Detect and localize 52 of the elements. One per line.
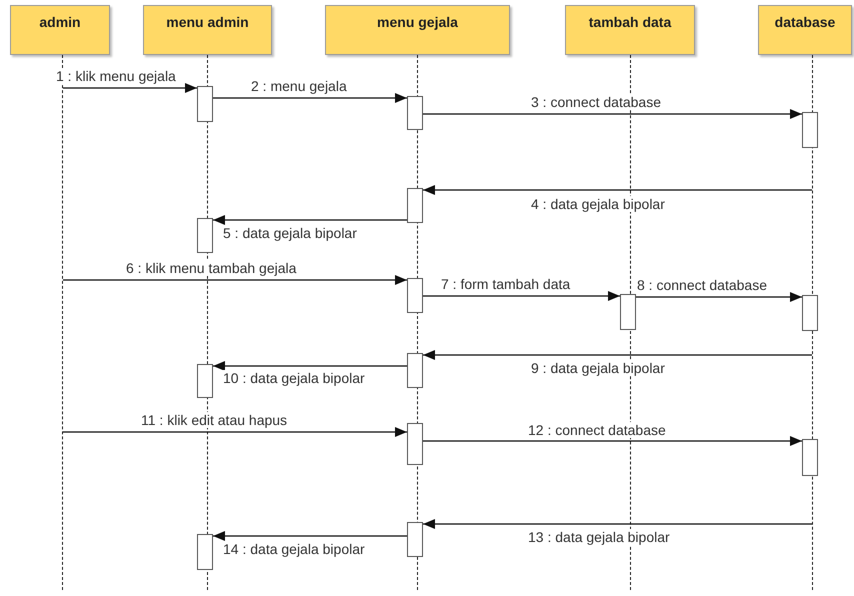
message-arrow	[213, 93, 407, 103]
edge-label: 6 : klik menu tambah gejala	[125, 260, 298, 276]
message-arrow	[423, 109, 802, 119]
edge-label: 1 : klik menu gejala	[55, 68, 177, 84]
message-arrow	[423, 350, 812, 360]
message-arrow	[636, 292, 802, 302]
message-arrow	[423, 436, 802, 446]
edge-label: 14 : data gejala bipolar	[222, 541, 366, 557]
lifeline-header	[758, 5, 852, 55]
edge-label: 13 : data gejala bipolar	[527, 529, 671, 545]
lifeline-title: menu gejala	[377, 14, 458, 32]
activation-bar	[197, 218, 213, 253]
message-arrow	[63, 275, 407, 285]
activation-bar	[802, 112, 818, 148]
message-arrow	[63, 427, 407, 437]
lifeline-header	[565, 5, 695, 55]
edge-label: 7 : form tambah data	[440, 276, 572, 292]
message-arrow	[213, 361, 407, 371]
edge-label: 12 : connect database	[527, 422, 667, 438]
lifeline-header	[10, 5, 110, 55]
lifeline-title: database	[774, 14, 836, 32]
activation-bar	[407, 522, 423, 557]
edge-label: 11 : klik edit atau hapus	[140, 412, 288, 428]
activation-bar	[407, 278, 423, 313]
message-arrow	[213, 531, 407, 541]
activation-bar	[407, 96, 423, 130]
edge-label: 5 : data gejala bipolar	[222, 225, 358, 241]
edge-label: 3 : connect database	[530, 94, 662, 110]
lifeline-header	[325, 5, 510, 55]
activation-bar	[407, 353, 423, 388]
message-arrow	[423, 185, 812, 195]
message-arrow	[213, 215, 407, 225]
edge-label: 10 : data gejala bipolar	[222, 370, 366, 386]
lifeline-title: menu admin	[166, 14, 249, 32]
activation-bar	[197, 534, 213, 570]
lifeline-title: tambah data	[588, 14, 672, 32]
activation-bar	[407, 423, 423, 465]
activation-bar	[197, 364, 213, 398]
edge-label: 4 : data gejala bipolar	[530, 196, 666, 212]
lifeline-header	[143, 5, 272, 55]
activation-bar	[407, 188, 423, 223]
message-arrow	[63, 83, 197, 93]
activation-bar	[197, 86, 213, 122]
edge-label: 2 : menu gejala	[250, 78, 348, 94]
activation-bar	[802, 439, 818, 476]
edge-label: 8 : connect database	[636, 277, 768, 293]
message-arrow	[423, 519, 812, 529]
activation-bar	[802, 295, 818, 331]
activation-bar	[620, 294, 636, 330]
lifeline-title: admin	[39, 14, 81, 32]
message-arrow	[423, 291, 620, 301]
edge-label: 9 : data gejala bipolar	[530, 360, 666, 376]
